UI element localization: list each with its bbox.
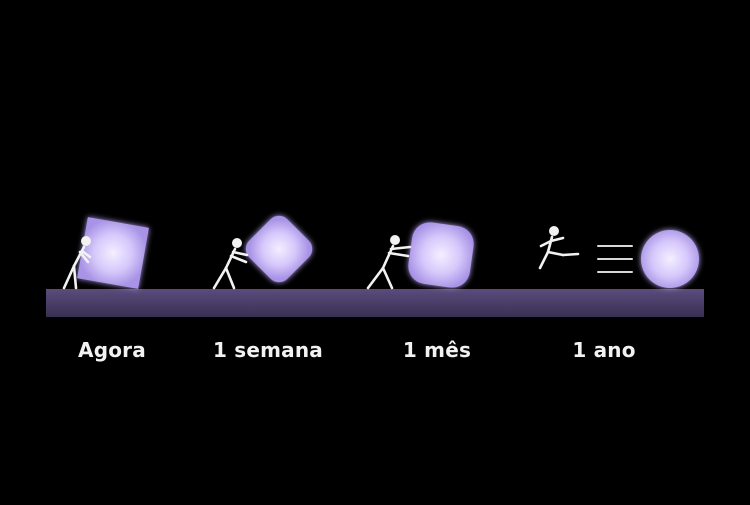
stage-1-figure [62, 236, 92, 290]
stage-4-figure [538, 226, 580, 270]
stage-label-week: 1 semana [212, 338, 324, 362]
ground-bar [46, 289, 704, 317]
stage-3-figure [366, 235, 412, 290]
stage-2-figure [212, 238, 249, 290]
stage-2-shape [245, 215, 313, 283]
stage-3-shape [408, 222, 474, 288]
stage-label-month: 1 mês [402, 338, 472, 362]
speed-lines [597, 245, 633, 273]
stage-label-now: Agora [78, 338, 146, 362]
stage-label-year: 1 ano [572, 338, 636, 362]
stage-1-shape [77, 217, 149, 289]
stage-4-shape [641, 230, 699, 288]
